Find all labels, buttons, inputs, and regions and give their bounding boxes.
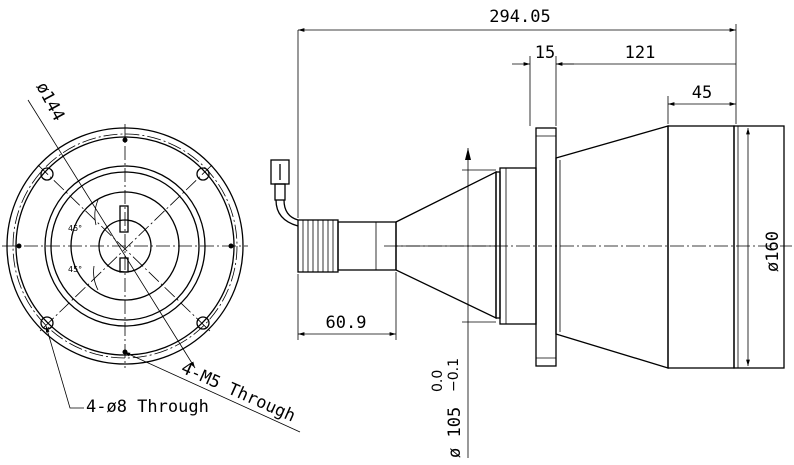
- center-slot-top: [119, 205, 129, 233]
- angle-bottom-label: 45°: [68, 265, 82, 274]
- lens-hood: [733, 125, 785, 369]
- flange: [535, 127, 557, 367]
- thread-hole-leader: [123, 351, 301, 433]
- cable-length-label: 60.9: [326, 313, 367, 333]
- center-slot-bottom: [119, 257, 129, 273]
- side-view: 294.05 15 121 45 ø160 60.9 ø 105 0.0 −0.…: [270, 7, 792, 458]
- through-hole: [196, 316, 210, 330]
- bolt-circle-label: ø144: [32, 79, 69, 125]
- front-length-label: 45: [692, 83, 712, 103]
- through-holes-note: 4-ø8 Through: [86, 397, 209, 417]
- flange-width-label: 15: [535, 43, 555, 63]
- angle-top-label: 45°: [68, 224, 82, 233]
- connector-neck: [274, 183, 286, 201]
- cable-line: [275, 199, 299, 227]
- dim-arrow: [465, 148, 471, 160]
- rear-cone: [395, 170, 497, 320]
- overall-length-label: 294.05: [489, 7, 550, 27]
- outer-diameter-label: ø160: [763, 231, 783, 272]
- angle-arc: [94, 199, 99, 226]
- bolt-circle: [12, 133, 238, 359]
- tolerance-lower-label: −0.1: [446, 358, 462, 392]
- through-hole-leader: [45, 325, 84, 409]
- tolerance-upper-label: 0.0: [430, 370, 446, 392]
- thread-hole-mark: [122, 137, 128, 143]
- body-length-label: 121: [625, 43, 656, 63]
- through-hole: [196, 167, 210, 181]
- through-hole: [40, 167, 54, 181]
- front-tube: [667, 125, 735, 369]
- mount-diameter-label: ø 105: [445, 407, 465, 458]
- angle-arc: [93, 265, 99, 291]
- front-view: ø144 45° 45° 4-M5 Through 4-ø8 Through: [2, 79, 301, 433]
- diagonal-centerline: [37, 164, 213, 334]
- cable-line: [283, 199, 299, 221]
- front-cone: [555, 125, 669, 369]
- bolt-circle-leader: [27, 99, 196, 369]
